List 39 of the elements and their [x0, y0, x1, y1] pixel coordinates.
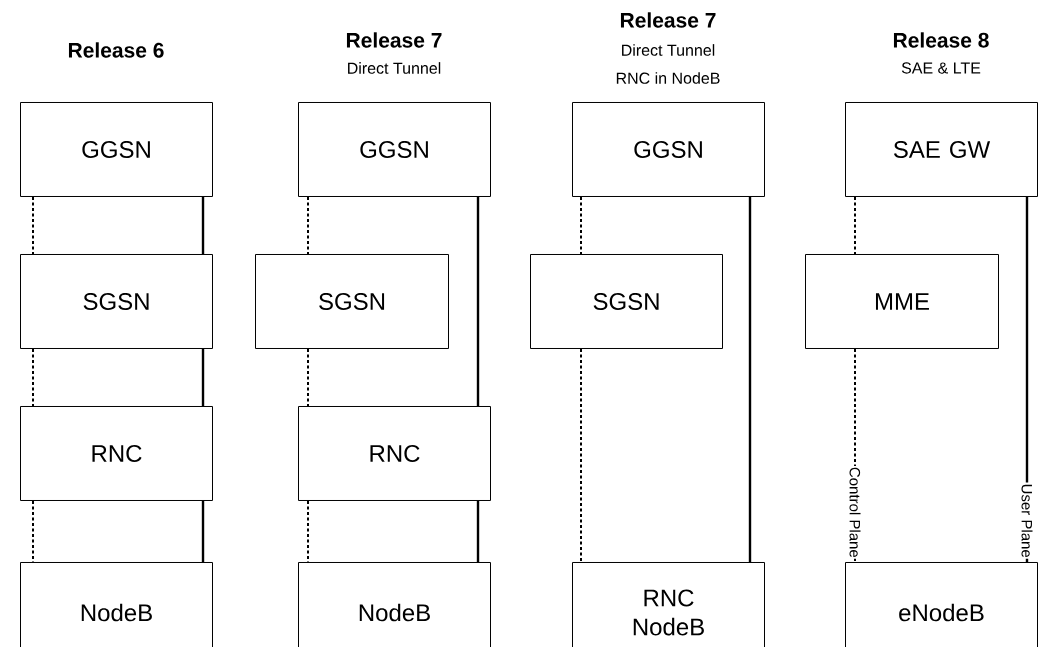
- subheading: SAE & LTE: [901, 62, 981, 74]
- release-heading: Release 6: [68, 42, 164, 58]
- subheading: Direct Tunnel: [622, 44, 715, 56]
- connector-line: [580, 196, 582, 255]
- connector-line: [748, 197, 752, 562]
- network-box: MME: [805, 254, 999, 349]
- connector-line: [580, 348, 582, 563]
- network-box: SGSN: [255, 254, 449, 349]
- edge-label: User Plane: [1020, 482, 1034, 559]
- connector-line: [201, 197, 205, 254]
- network-box: eNodeB: [845, 562, 1038, 647]
- release-heading: Release 8: [893, 32, 989, 48]
- connector-line: [201, 501, 205, 562]
- network-box: SGSN: [20, 254, 213, 349]
- subheading: RNC in NodeB: [616, 72, 720, 84]
- network-box: GGSN: [20, 102, 213, 197]
- network-box: RNC NodeB: [572, 562, 765, 647]
- network-box: GGSN: [572, 102, 765, 197]
- network-box: RNC: [20, 406, 213, 501]
- connector-line: [307, 196, 309, 255]
- release-heading: Release 7: [346, 32, 442, 48]
- connector-line: [854, 196, 856, 255]
- connector-line: [307, 348, 309, 407]
- edge-label: Control Plane: [848, 465, 862, 559]
- network-box: NodeB: [298, 562, 491, 647]
- network-box: GGSN: [298, 102, 491, 197]
- release-heading: Release 7: [620, 12, 716, 28]
- connector-line: [476, 197, 480, 406]
- connector-line: [32, 196, 34, 255]
- network-box: RNC: [298, 406, 491, 501]
- subheading: Direct Tunnel: [348, 62, 441, 74]
- network-box: NodeB: [20, 562, 213, 647]
- network-box: SGSN: [530, 254, 723, 349]
- connector-line: [32, 500, 34, 563]
- connector-line: [307, 500, 309, 563]
- network-box: SAE GW: [845, 102, 1038, 197]
- connector-line: [476, 501, 480, 562]
- connector-line: [201, 349, 205, 406]
- connector-line: [32, 348, 34, 407]
